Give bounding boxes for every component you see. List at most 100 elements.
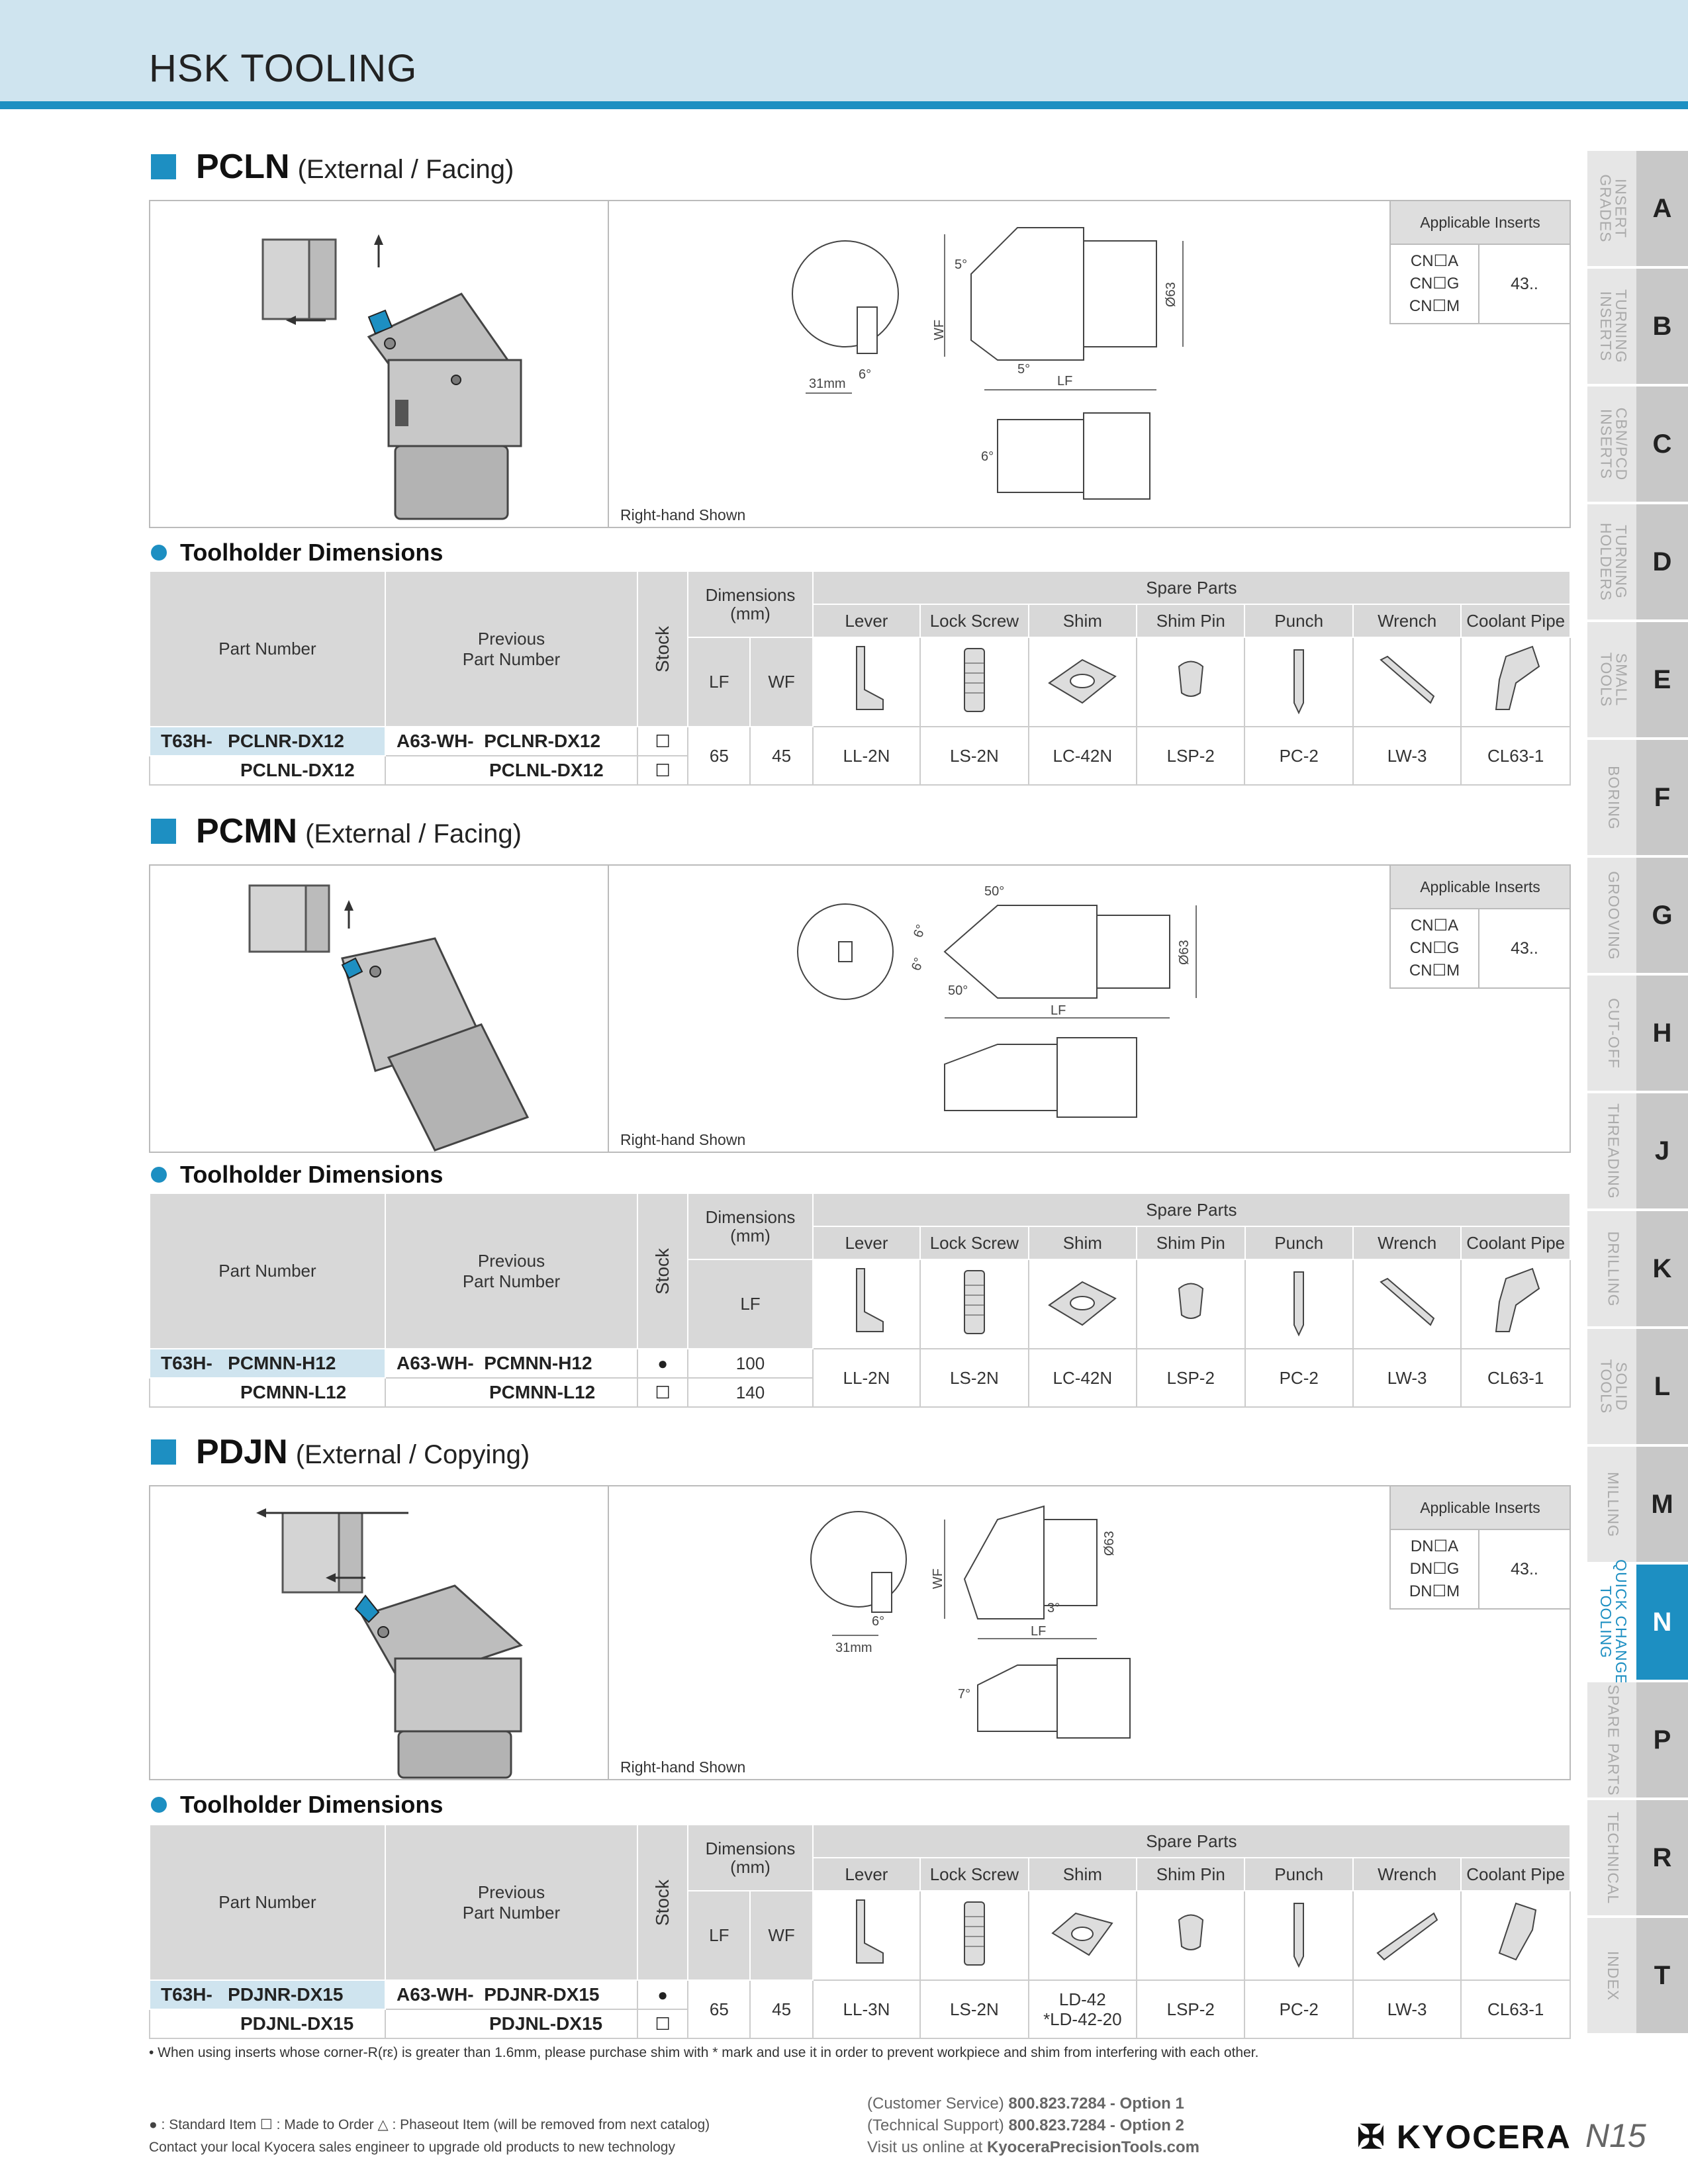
side-tab-label: MILLING	[1605, 1471, 1622, 1537]
svg-text:LF: LF	[1057, 374, 1072, 388]
insert-grade: 43..	[1511, 274, 1538, 293]
th-spare: Punch	[1244, 1857, 1354, 1891]
svg-text:Ø63: Ø63	[1164, 282, 1178, 307]
th-spare: Shim	[1027, 1857, 1138, 1891]
applicable-inserts-box: Applicable Inserts CN☐A CN☐G CN☐M 43..	[1389, 866, 1570, 989]
dim-wf: 45	[749, 1979, 814, 2039]
th-wf: WF	[749, 1890, 814, 1981]
wrench-icon	[1352, 1890, 1462, 1981]
shim-icon	[1027, 1259, 1138, 1349]
svg-text:LF: LF	[1051, 1003, 1066, 1018]
svg-text:Ø63: Ø63	[1102, 1531, 1117, 1556]
section-square-icon	[151, 154, 176, 179]
insert-code: DN☐M	[1409, 1582, 1460, 1600]
punch-icon	[1244, 637, 1354, 727]
tool-image	[150, 201, 609, 527]
th-spare: Shim	[1027, 604, 1138, 638]
stock-mark: ●	[657, 1353, 668, 1373]
section-square-icon	[151, 1439, 176, 1465]
side-tab-letter: N	[1636, 1565, 1688, 1680]
spare-shim-pin: LSP-2	[1136, 726, 1246, 786]
insert-grade: 43..	[1511, 938, 1538, 958]
th-dimensions: Dimensions (mm)	[687, 1193, 814, 1260]
right-hand-note: Right-hand Shown	[620, 1758, 746, 1776]
table-row: T63H- PCMNN-H12	[149, 1348, 386, 1379]
insert-code: DN☐G	[1409, 1560, 1460, 1578]
side-tab-letter: F	[1636, 740, 1688, 855]
dim-lf: 65	[687, 1979, 751, 2039]
stock-mark: ☐	[655, 2013, 671, 2034]
side-tab-letter: E	[1636, 622, 1688, 737]
spare-lever: LL-2N	[812, 1348, 921, 1408]
website-link[interactable]: KyoceraPrecisionTools.com	[987, 2138, 1199, 2156]
th-part-number: Part Number	[149, 1824, 386, 1981]
th-spare: Shim Pin	[1136, 1226, 1246, 1260]
side-tab-letter: A	[1636, 151, 1688, 266]
spare-lock-screw: LS-2N	[919, 726, 1029, 786]
th-stock: Stock	[637, 1193, 689, 1349]
section-square-icon	[151, 819, 176, 844]
side-tab-letter: L	[1636, 1329, 1688, 1444]
insert-grade: 43..	[1511, 1559, 1538, 1578]
stock-mark: ☐	[655, 760, 671, 780]
side-tab-letter: G	[1636, 858, 1688, 973]
th-lf: LF	[687, 1259, 814, 1349]
th-previous-part-number: Previous Part Number	[384, 1193, 639, 1349]
customer-service-phone: 800.823.7284 - Option 1	[1008, 2095, 1184, 2113]
technical-drawing: 6° 6° 50° 50° LF Ø63	[779, 879, 1209, 1147]
section-heading-pcln: PCLN (External / Facing)	[151, 147, 514, 187]
th-lf: LF	[687, 637, 751, 727]
toolholder-dimensions-heading: Toolholder Dimensions	[151, 1161, 443, 1189]
insert-code: CN☐A	[1410, 252, 1459, 270]
section-subtitle: (External / Copying)	[295, 1440, 530, 1469]
applicable-inserts-title: Applicable Inserts	[1391, 201, 1570, 245]
th-spare: Wrench	[1352, 1857, 1462, 1891]
svg-text:WF: WF	[931, 1569, 945, 1589]
logo-glyph-icon: ✠	[1357, 2118, 1386, 2156]
th-spare: Punch	[1244, 1226, 1354, 1260]
th-previous-part-number: Previous Part Number	[384, 1824, 639, 1981]
spare-lever: LL-2N	[812, 726, 921, 786]
figure-pcmn: 6° 6° 50° 50° LF Ø63 Right-hand Shown Ap…	[149, 864, 1571, 1153]
dim-wf: 45	[749, 726, 814, 786]
dim-lf: 140	[687, 1377, 814, 1408]
lever-icon	[812, 1259, 921, 1349]
svg-text:5°: 5°	[955, 257, 967, 272]
figure-pdjn: 31mm 6° WF 3° LF Ø63 7° Right-hand Shown…	[149, 1485, 1571, 1780]
side-tab-letter: C	[1636, 387, 1688, 502]
th-spare: Punch	[1244, 604, 1354, 638]
dimensions-table-pdjn: Part Number Previous Part Number Stock D…	[149, 1824, 1571, 2039]
th-stock: Stock	[637, 570, 689, 727]
dim-lf: 65	[687, 726, 751, 786]
side-tab-letter: D	[1636, 504, 1688, 619]
side-tab-label: TECHNICAL	[1605, 1811, 1622, 1904]
lever-icon	[812, 637, 921, 727]
side-tab-label: INDEX	[1605, 1950, 1622, 2001]
shim-footnote: • When using inserts whose corner-R(rε) …	[149, 2045, 1259, 2060]
side-tab-label: TURNING INSERTS	[1597, 289, 1630, 363]
page-header: HSK TOOLING	[0, 0, 1688, 109]
th-spare: Wrench	[1352, 1226, 1462, 1260]
th-spare: Shim Pin	[1136, 1857, 1246, 1891]
th-part-number: Part Number	[149, 1193, 386, 1349]
lock-screw-icon	[919, 1259, 1029, 1349]
side-tab-label: CBN/PCD INSERTS	[1597, 407, 1630, 481]
th-spare: Lock Screw	[919, 1226, 1029, 1260]
spare-punch: PC-2	[1244, 726, 1354, 786]
